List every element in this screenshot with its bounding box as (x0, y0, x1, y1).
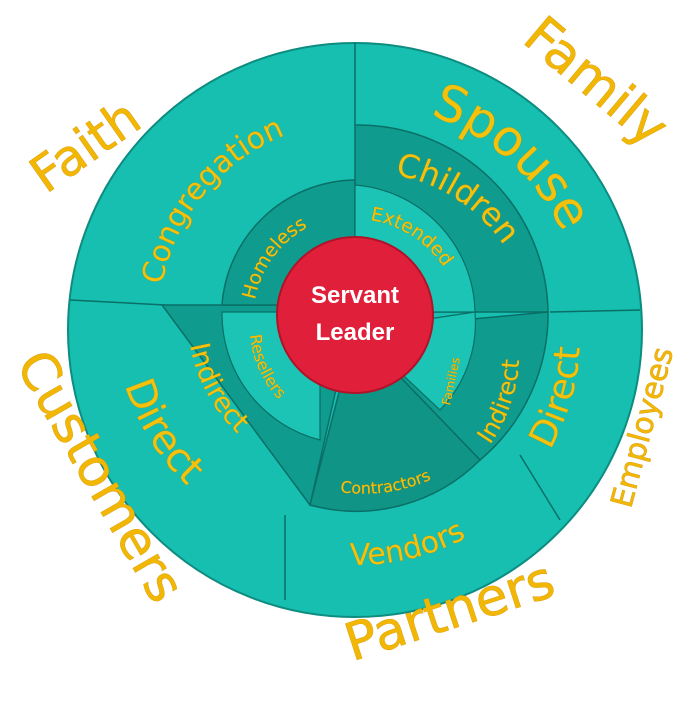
center-line2: Leader (316, 319, 395, 346)
outer-dividers (69, 43, 641, 600)
center-circle (276, 236, 434, 394)
center-line1: Servant (311, 282, 399, 309)
